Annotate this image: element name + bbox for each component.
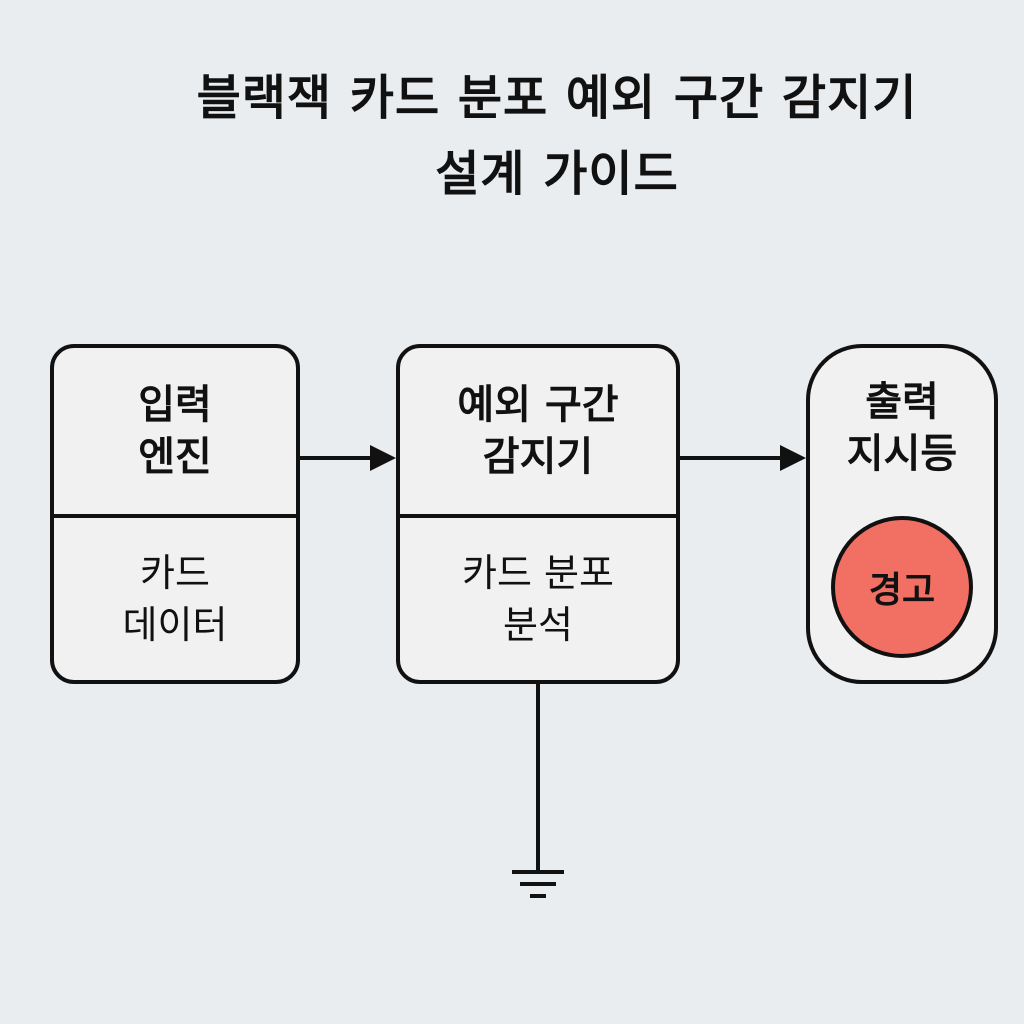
input-engine-body: 카드 데이터: [122, 551, 228, 647]
exception-detector-heading: 예외 구간 감지기: [457, 382, 619, 480]
input-engine-heading: 입력 엔진: [138, 382, 212, 480]
exception-detector-block: 예외 구간 감지기 카드 분포 분석: [396, 344, 680, 684]
output-indicator-heading: 출력 지시등: [846, 379, 958, 477]
warning-lamp: 경고: [831, 516, 973, 658]
exception-detector-body: 카드 분포 분석: [462, 551, 614, 647]
input-engine-block: 입력 엔진 카드 데이터: [50, 344, 300, 684]
arrow-right-icon: [300, 445, 396, 471]
ground-symbol-icon: [512, 870, 564, 898]
arrow-right-icon: [680, 445, 806, 471]
block-divider: [54, 514, 296, 518]
block-divider: [400, 514, 676, 518]
output-indicator-block: 출력 지시등 경고: [806, 344, 998, 684]
page-title: 블랙잭 카드 분포 예외 구간 감지기 설계 가이드: [196, 70, 918, 202]
